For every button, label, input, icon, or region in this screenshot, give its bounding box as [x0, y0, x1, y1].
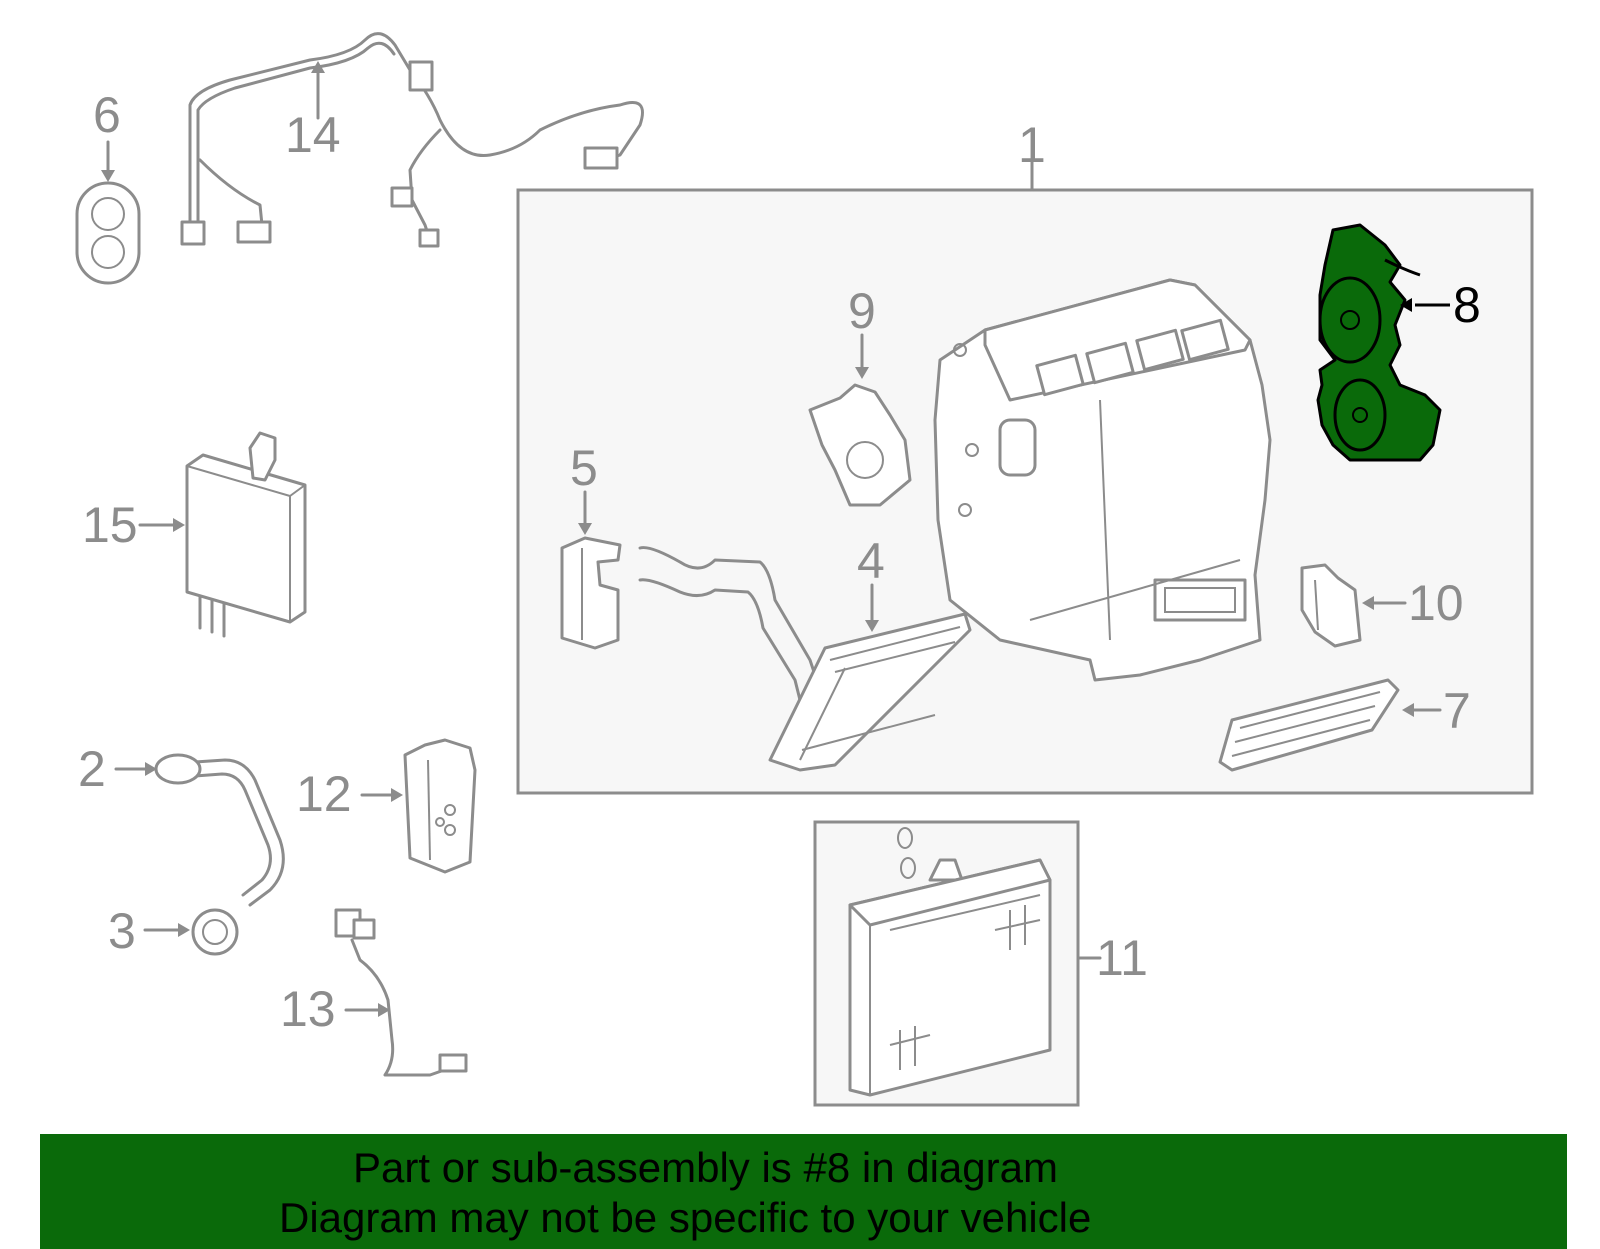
callout-15: 15	[82, 497, 138, 553]
callout-12: 12	[296, 766, 352, 822]
part-3-grommet[interactable]	[143, 908, 239, 956]
callout-3: 3	[108, 903, 136, 959]
callout-1: 1	[1018, 117, 1046, 173]
callout-14: 14	[285, 107, 341, 163]
callout-13: 13	[280, 981, 336, 1037]
part-11-evaporator[interactable]	[848, 827, 1102, 1097]
part-12-expansion-valve[interactable]	[360, 738, 477, 874]
part-7-filter[interactable]	[1218, 678, 1442, 772]
callout-4: 4	[857, 533, 885, 589]
callout-2: 2	[78, 741, 106, 797]
part-1-heater-housing[interactable]	[933, 278, 1272, 682]
callout-6: 6	[93, 87, 121, 143]
callout-10: 10	[1408, 575, 1464, 631]
callout-8: 8	[1453, 277, 1481, 333]
info-banner: Part or sub-assembly is #8 in diagram Di…	[40, 1134, 1567, 1249]
part-8-blower-motor[interactable]	[1316, 223, 1450, 462]
part-5-clip[interactable]	[560, 490, 622, 650]
part-14-wire-harness[interactable]	[180, 32, 644, 248]
part-10-bracket[interactable]	[1300, 563, 1407, 648]
callout-11: 11	[1096, 930, 1148, 986]
part-13-sensor[interactable]	[334, 908, 468, 1077]
callout-9: 9	[848, 283, 876, 339]
part-2-pipe[interactable]	[114, 753, 285, 907]
part-4-heater-core[interactable]	[638, 546, 972, 772]
banner-line-2: Diagram may not be specific to your vehi…	[279, 1194, 1092, 1241]
part-9-actuator[interactable]	[808, 333, 912, 507]
callout-5: 5	[570, 440, 598, 496]
part-6-grommet[interactable]	[75, 140, 141, 285]
part-15-control-module[interactable]	[138, 431, 307, 638]
banner-line-1: Part or sub-assembly is #8 in diagram	[353, 1144, 1058, 1191]
callout-7: 7	[1443, 683, 1471, 739]
